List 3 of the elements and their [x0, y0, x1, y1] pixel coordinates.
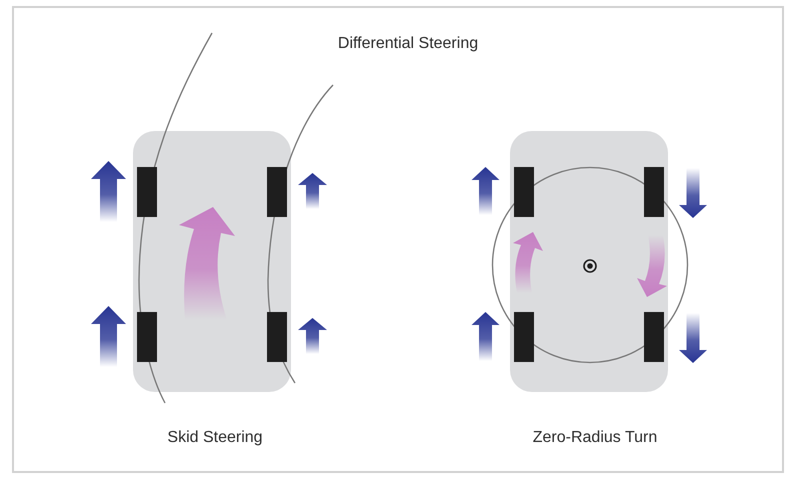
- vehicle-caption: Skid Steering: [167, 428, 263, 448]
- vehicle-caption: Zero-Radius Turn: [532, 428, 658, 448]
- diagram-title: Differential Steering: [338, 34, 478, 54]
